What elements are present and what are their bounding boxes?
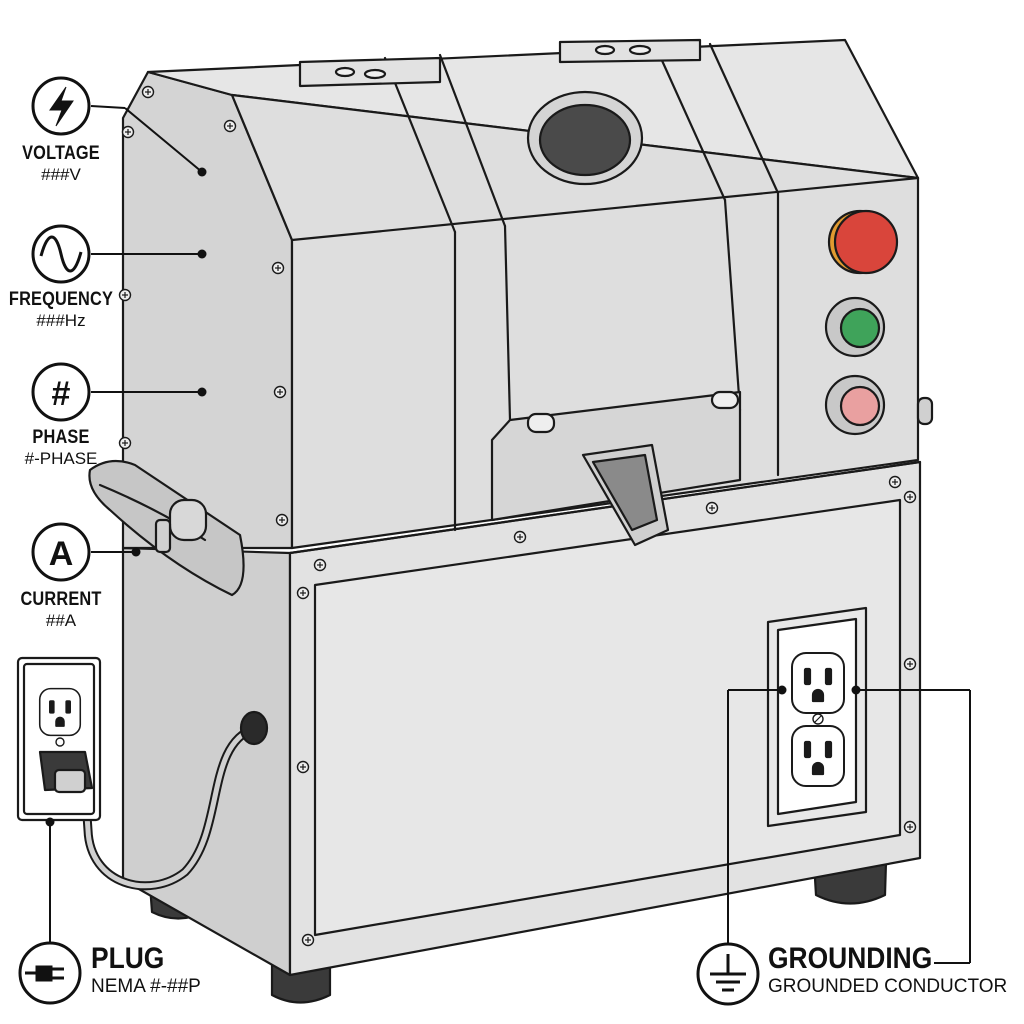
- frequency-label: FREQUENCY ###Hz: [0, 289, 122, 331]
- hash-icon: [31, 362, 91, 422]
- frequency-title: FREQUENCY: [8, 289, 114, 310]
- hash-glyph: #: [52, 375, 71, 413]
- cord-grommet: [239, 710, 269, 746]
- sine-wave-icon: [31, 224, 91, 284]
- ground-symbol-icon: [696, 942, 760, 1006]
- plug-value: NEMA #-##P: [91, 976, 201, 997]
- phase-title: PHASE: [32, 427, 90, 448]
- plug-icon: [18, 941, 82, 1005]
- plug-label: PLUG NEMA #-##P: [91, 942, 201, 998]
- start-button[interactable]: [824, 296, 886, 358]
- plug-title: PLUG: [91, 942, 165, 975]
- phase-label: PHASE #-PHASE: [0, 427, 122, 469]
- grounding-label: GROUNDING GROUNDED CONDUCTOR: [768, 942, 1007, 998]
- side-handle: [88, 459, 245, 597]
- grounding-title: GROUNDING: [768, 942, 933, 975]
- phase-value: #-PHASE: [24, 449, 98, 468]
- juice-outlet-spout: [581, 443, 670, 547]
- duplex-receptacle: [766, 606, 868, 828]
- voltage-label: VOLTAGE ###V: [0, 143, 122, 185]
- ampere-icon: [31, 522, 91, 582]
- frequency-value: ###Hz: [36, 311, 86, 330]
- current-label: CURRENT ##A: [0, 589, 122, 631]
- aux-button[interactable]: [824, 374, 886, 436]
- power-plug: [38, 750, 94, 794]
- grounding-value: GROUNDED CONDUCTOR: [768, 976, 1008, 997]
- voltage-title: VOLTAGE: [22, 143, 100, 164]
- upper-housing: [121, 38, 920, 550]
- leader-lines: [49, 105, 971, 964]
- lightning-bolt-icon: [31, 76, 91, 136]
- current-value: ##A: [45, 611, 77, 630]
- stop-button[interactable]: [827, 209, 899, 275]
- wall-outlet: [16, 656, 102, 822]
- voltage-value: ###V: [41, 165, 81, 184]
- feed-opening: [526, 90, 644, 186]
- lower-cabinet: [121, 460, 922, 977]
- ampere-glyph: A: [49, 535, 74, 573]
- current-title: CURRENT: [20, 589, 102, 610]
